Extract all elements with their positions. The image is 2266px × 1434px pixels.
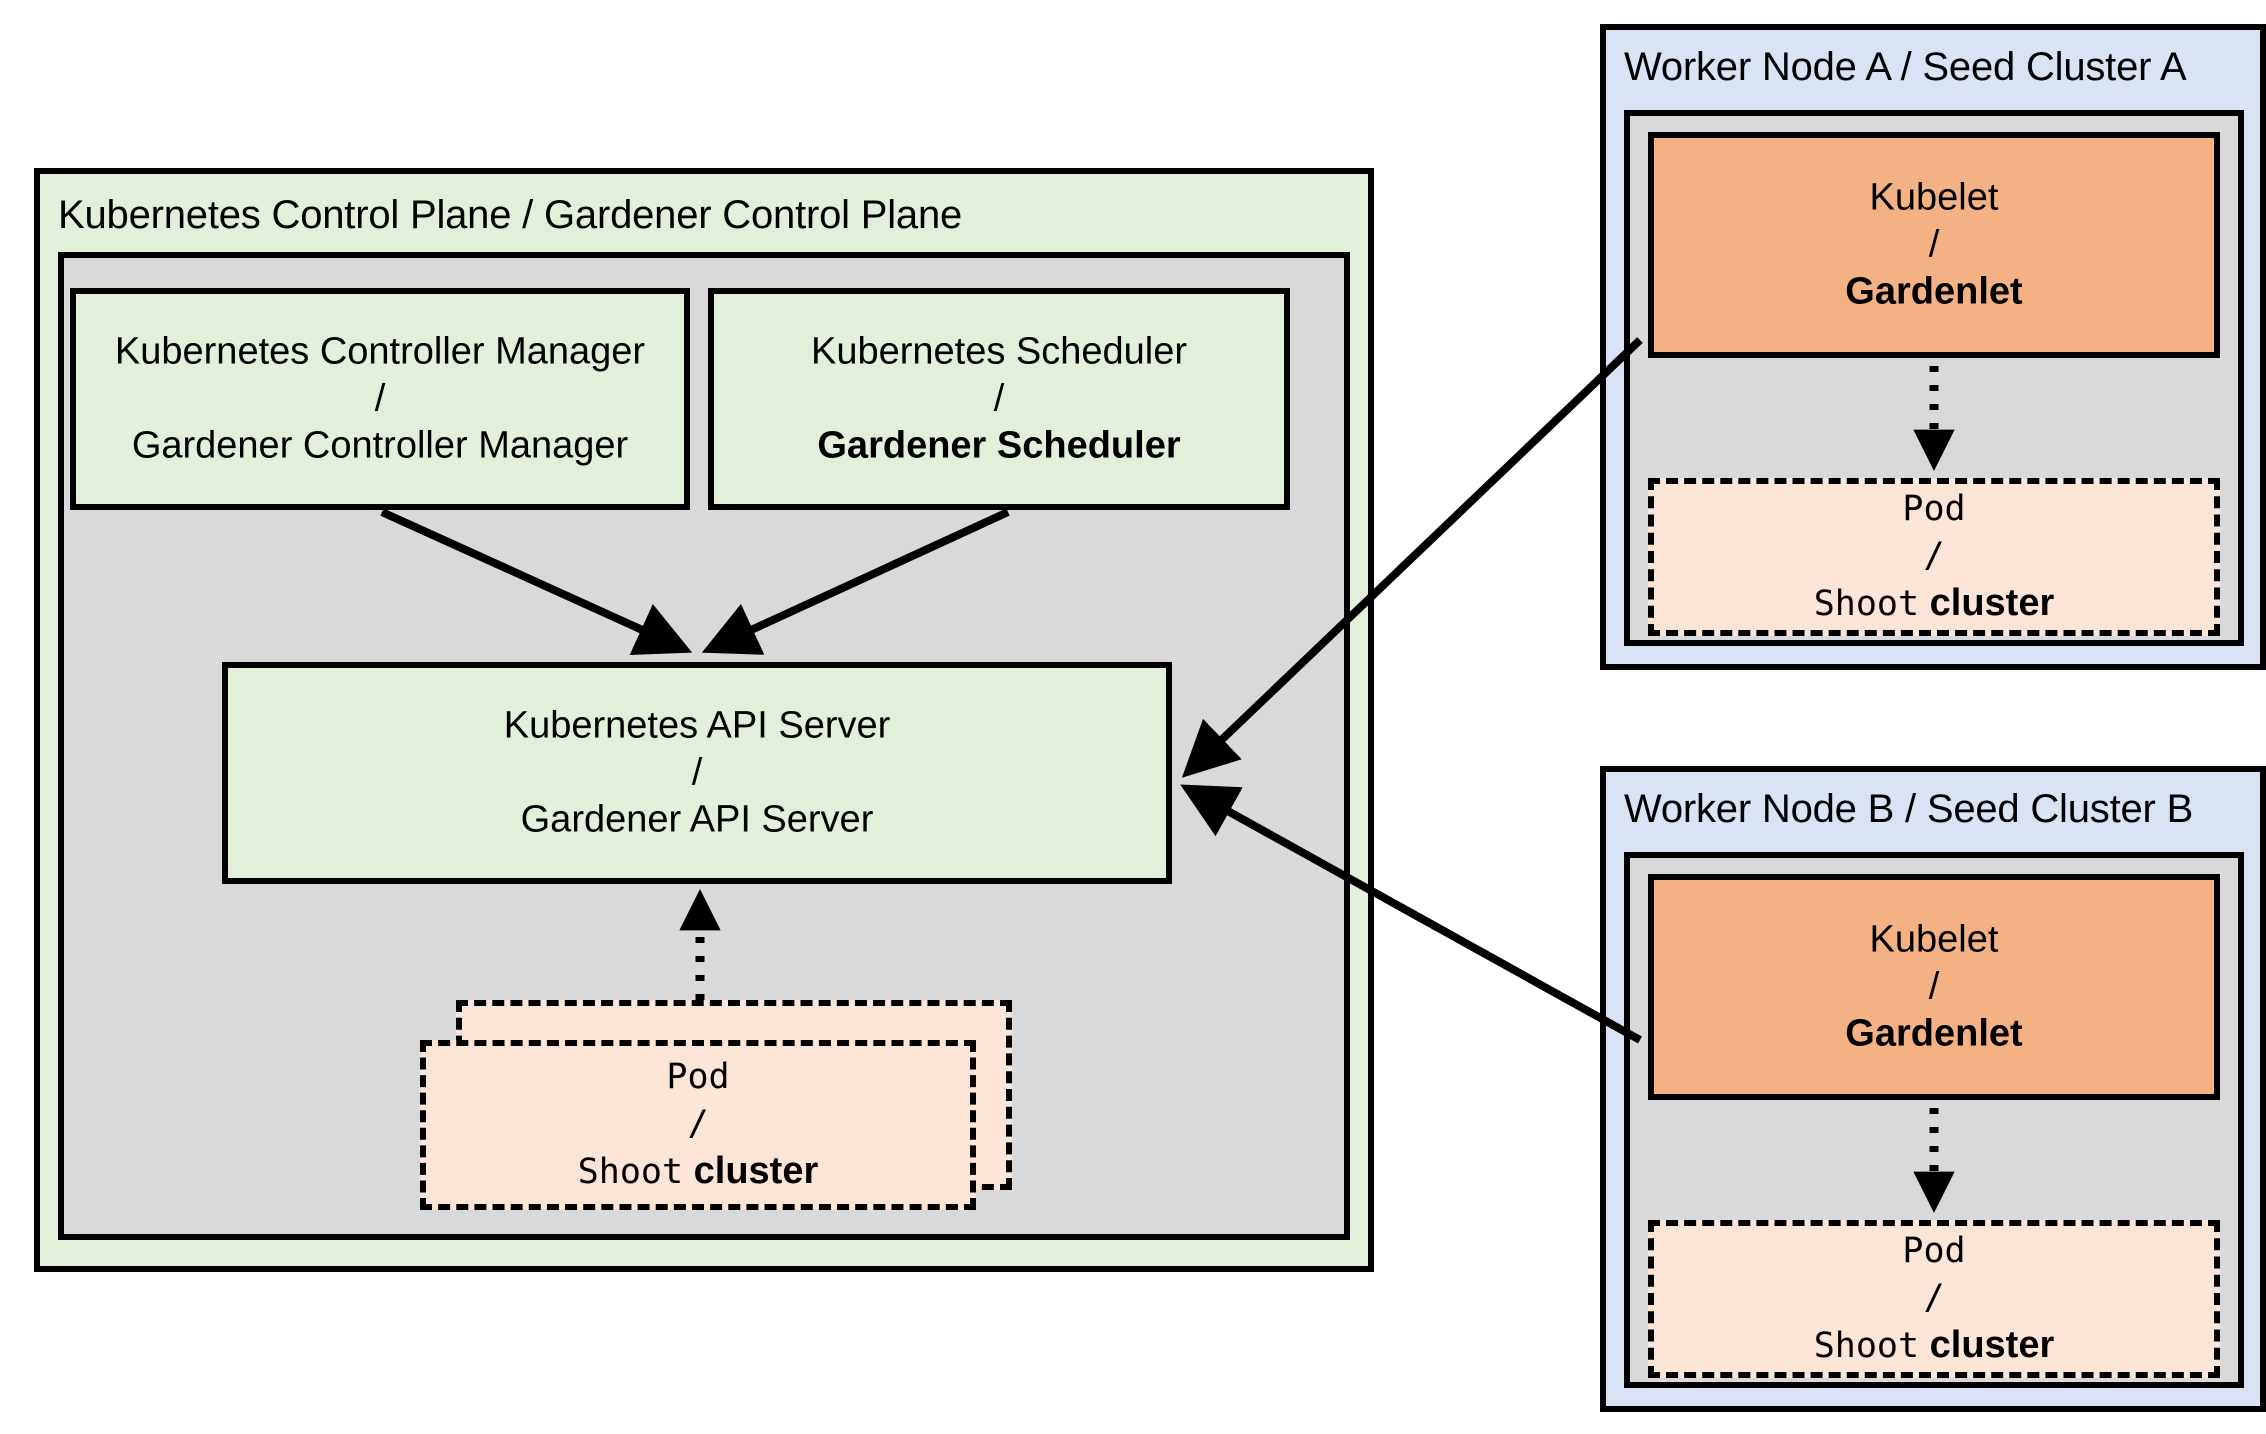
worker-node-b-kubelet-line-1: Kubelet (1869, 918, 1999, 961)
worker-node-b-pod-cluster: cluster (1929, 1324, 2055, 1366)
worker-node-a-pod-line-3: Shoot cluster (1654, 580, 2214, 628)
worker-node-a-pod-label: Pod / Shoot cluster (1654, 486, 2214, 628)
worker-node-b-pod-box[interactable]: Pod / Shoot cluster (1648, 1220, 2220, 1378)
worker-node-a-pod-line-1: Pod (1902, 489, 1966, 529)
worker-node-a-pod-box[interactable]: Pod / Shoot cluster (1648, 478, 2220, 636)
worker-node-b-title: Worker Node B / Seed Cluster B (1624, 787, 2194, 831)
worker-node-b-kubelet-line-3: Gardenlet (1845, 1012, 2023, 1055)
worker-node-b-pod-line-1: Pod (1902, 1231, 1966, 1271)
worker-node-b-kubelet-box[interactable]: Kubelet / Gardenlet (1648, 874, 2220, 1100)
kubernetes-controller-manager-box[interactable]: Kubernetes Controller Manager / Gardener… (70, 288, 690, 510)
controller-manager-line-3: Gardener Controller Manager (131, 424, 629, 467)
control-plane-pod-line-3: Shoot cluster (426, 1148, 970, 1196)
control-plane-pod-cluster: cluster (693, 1150, 819, 1192)
worker-node-a-title: Worker Node A / Seed Cluster A (1624, 45, 2187, 89)
worker-node-b-pod-line-2: / (1923, 1278, 1945, 1318)
kubernetes-api-server-box[interactable]: Kubernetes API Server / Gardener API Ser… (222, 662, 1172, 884)
worker-node-a-pod-shoot: Shoot (1813, 584, 1920, 624)
control-plane-pod-line-1: Pod (666, 1057, 730, 1097)
worker-node-a-pod-cluster: cluster (1929, 582, 2055, 624)
worker-node-b-kubelet-line-2: / (1928, 965, 1940, 1008)
control-plane-pod-label: Pod / Shoot cluster (426, 1054, 970, 1196)
worker-node-b-pod-label: Pod / Shoot cluster (1654, 1228, 2214, 1370)
worker-node-b-kubelet-label: Kubelet / Gardenlet (1654, 917, 2214, 1058)
kubernetes-scheduler-box[interactable]: Kubernetes Scheduler / Gardener Schedule… (708, 288, 1290, 510)
controller-manager-line-2: / (374, 377, 386, 420)
worker-node-a-kubelet-label: Kubelet / Gardenlet (1654, 175, 2214, 316)
control-plane-pod-shoot: Shoot (577, 1152, 684, 1192)
worker-node-a-pod-line-2: / (1923, 536, 1945, 576)
control-plane-pod-box[interactable]: Pod / Shoot cluster (420, 1040, 976, 1210)
scheduler-line-2: / (993, 377, 1005, 420)
api-server-line-2: / (691, 751, 703, 794)
worker-node-a-kubelet-box[interactable]: Kubelet / Gardenlet (1648, 132, 2220, 358)
worker-node-b-pod-shoot: Shoot (1813, 1326, 1920, 1366)
worker-node-b-pod-line-3: Shoot cluster (1654, 1322, 2214, 1370)
scheduler-label: Kubernetes Scheduler / Gardener Schedule… (714, 329, 1284, 470)
api-server-line-1: Kubernetes API Server (503, 704, 891, 747)
api-server-label: Kubernetes API Server / Gardener API Ser… (228, 703, 1166, 844)
worker-node-a-kubelet-line-3: Gardenlet (1845, 270, 2023, 313)
scheduler-line-1: Kubernetes Scheduler (810, 330, 1188, 373)
worker-node-a-kubelet-line-2: / (1928, 223, 1940, 266)
controller-manager-line-1: Kubernetes Controller Manager (114, 330, 646, 373)
controller-manager-label: Kubernetes Controller Manager / Gardener… (76, 329, 684, 470)
api-server-line-3: Gardener API Server (520, 798, 874, 841)
worker-node-a-kubelet-line-1: Kubelet (1869, 176, 1999, 219)
control-plane-title: Kubernetes Control Plane / Gardener Cont… (58, 193, 963, 237)
control-plane-pod-line-2: / (687, 1104, 709, 1144)
scheduler-line-3: Gardener Scheduler (817, 424, 1181, 467)
